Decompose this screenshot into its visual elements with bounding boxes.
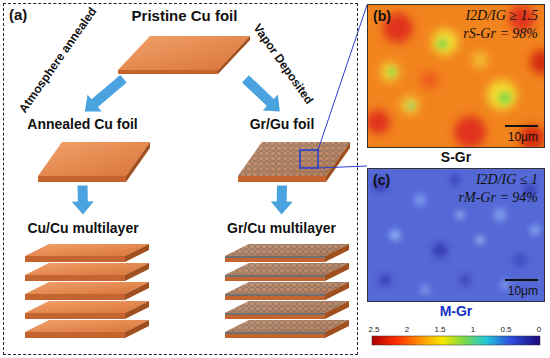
stage-label: Annealed Cu foil (8, 116, 158, 132)
panel-label: (b) (373, 8, 391, 24)
color-bar (372, 336, 540, 345)
tick-label: 2.5 (359, 325, 389, 334)
multilayer-stage: Cu/Cu multilayer (6, 218, 161, 346)
foil-stage: Pristine Cu foil (100, 6, 270, 78)
raman-map: (b) I2D/IG ≥ 1.5 rS-Gr = 98% 10μm (367, 4, 545, 148)
zoom-square (300, 150, 318, 168)
ratio-label: rM-Gr = 94% (459, 190, 538, 206)
map-caption: S-Gr (367, 149, 545, 165)
graphene-foil (238, 142, 350, 182)
process-arrow (85, 75, 127, 112)
foil-stage: Gr/Gu foil (210, 114, 355, 184)
tick-label: 1.5 (425, 325, 455, 334)
gr-cu-stack (225, 244, 349, 338)
scale-label: 10μm (508, 284, 538, 298)
process-arrow (242, 75, 280, 111)
panel-label: (c) (373, 172, 390, 188)
panel-label: (a) (9, 6, 27, 23)
process-arrow (72, 185, 94, 214)
raman-map: (c) I2D/IG ≤ 1 rM-Gr = 94% 10μm (367, 168, 545, 302)
cu-stack (25, 244, 149, 338)
ratio-label: rS-Gr = 98% (463, 26, 538, 42)
pristine-foil (118, 36, 250, 74)
stage-label: Pristine Cu foil (100, 7, 270, 24)
tick-label: 0 (524, 325, 550, 334)
ratio-label: I2D/IG ≤ 1 (476, 172, 538, 188)
raman-map-image (367, 4, 545, 148)
zoom-line (318, 5, 367, 150)
tick-label: 0.5 (491, 325, 521, 334)
multilayer-stage: Gr/Cu multilayer (207, 218, 357, 346)
edge-label: Atmosphere annealed (16, 5, 99, 116)
stage-label: Gr/Cu multilayer (207, 220, 357, 236)
foil-stage: Annealed Cu foil (8, 114, 158, 184)
zoom-line (318, 166, 367, 168)
stage-label: Cu/Cu multilayer (6, 220, 161, 236)
ratio-label: I2D/IG ≥ 1.5 (465, 8, 538, 24)
scale-bar (505, 125, 538, 127)
map-caption: M-Gr (367, 303, 545, 319)
process-arrow (271, 185, 293, 214)
stage-label: Gr/Gu foil (210, 116, 355, 132)
raman-map-image (367, 168, 545, 302)
tick-label: 1 (458, 325, 488, 334)
edge-label: Vapor Deposited (250, 21, 316, 107)
annealed-foil (38, 142, 150, 182)
scale-bar (505, 279, 538, 281)
tick-label: 2 (392, 325, 422, 334)
scale-label: 10μm (508, 130, 538, 144)
